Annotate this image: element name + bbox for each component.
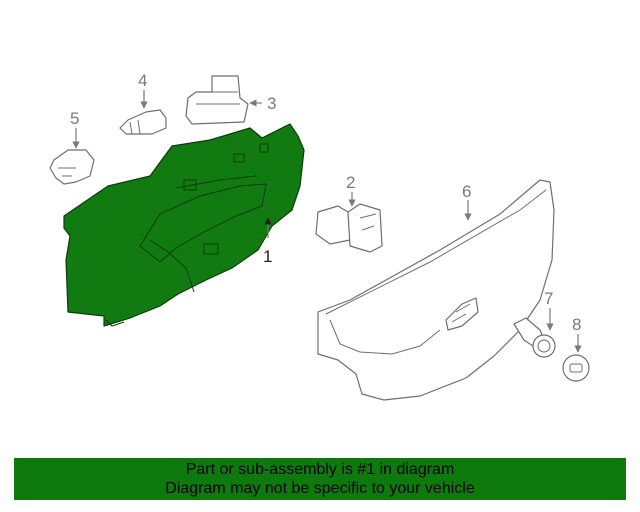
callout-8[interactable]: 8: [572, 315, 581, 334]
callout-2[interactable]: 2: [346, 173, 355, 192]
part-3-lamp-housing[interactable]: [185, 75, 249, 125]
part-5-socket[interactable]: [49, 149, 95, 185]
callout-5[interactable]: 5: [70, 109, 79, 128]
parts-diagram: 1 2 3 4 5 6 7: [49, 71, 590, 401]
part-2-switch[interactable]: [315, 203, 383, 253]
callout-6[interactable]: 6: [462, 182, 471, 201]
callout-1[interactable]: 1: [263, 247, 272, 266]
callout-3[interactable]: 3: [267, 94, 276, 113]
notice-line-1: Part or sub-assembly is #1 in diagram: [185, 461, 455, 478]
callout-4[interactable]: 4: [138, 71, 147, 90]
notice-line-2: Diagram may not be specific to your vehi…: [165, 480, 475, 497]
callout-7[interactable]: 7: [544, 289, 553, 308]
part-4-bulb[interactable]: [119, 109, 167, 135]
part-7-lock-cylinder[interactable]: [513, 317, 556, 358]
notice-banner: Part or sub-assembly is #1 in diagram Di…: [14, 458, 626, 500]
part-1-glove-box-housing[interactable]: [63, 123, 305, 327]
part-8-lock-cap[interactable]: [562, 354, 590, 382]
